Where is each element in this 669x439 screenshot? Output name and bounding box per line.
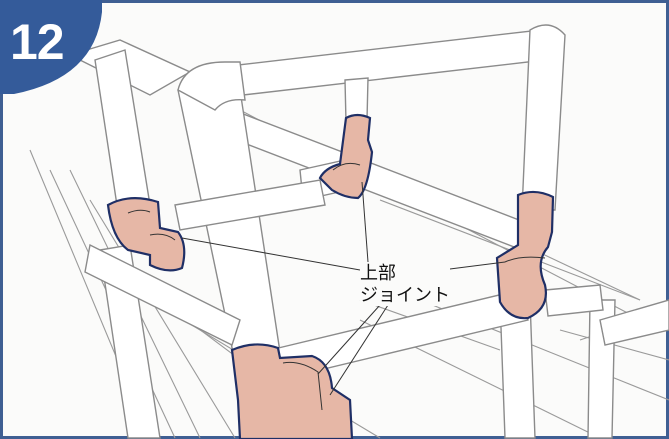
upper-joint-label-line2: ジョイント	[360, 285, 450, 305]
corner-elbow	[177, 61, 246, 111]
joint-bottom-detail	[282, 361, 323, 411]
badge-shape	[0, 0, 102, 94]
joint-top-center-detail	[332, 162, 361, 171]
joint-right	[495, 190, 555, 320]
upper-joint-label-line1: 上部	[360, 263, 396, 283]
upper-joint-label: 上部 ジョイント	[360, 262, 450, 306]
step-number-badge: 12	[0, 0, 102, 94]
joint-bottom	[230, 343, 354, 439]
joint-top-center	[318, 113, 374, 200]
joint-left-detail	[127, 209, 176, 241]
step-number: 12	[10, 14, 65, 70]
joint-right-detail	[504, 256, 546, 263]
callout-leaders	[181, 181, 506, 396]
joint-left	[106, 197, 186, 272]
middle-pipes	[84, 159, 669, 381]
